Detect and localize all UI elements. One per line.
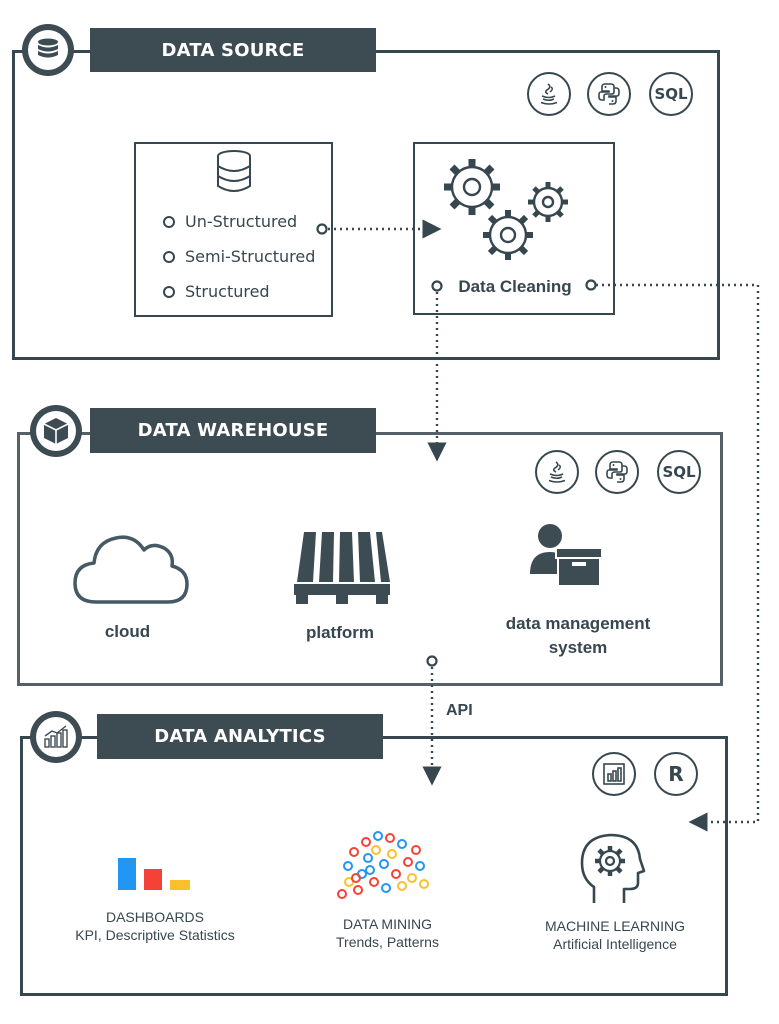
sql-icon: SQL bbox=[657, 450, 701, 494]
machine-learning-subtitle: Artificial Intelligence bbox=[553, 936, 677, 952]
cloud-label: cloud bbox=[104, 622, 151, 641]
data-mining-title: DATA MINING bbox=[343, 916, 432, 932]
data-cleaning-box bbox=[413, 142, 615, 315]
r-icon: R bbox=[654, 752, 698, 796]
data-mining-scatter-icon bbox=[336, 830, 436, 909]
source-item-unstructured: Un-Structured bbox=[163, 212, 297, 231]
bullet-icon bbox=[163, 215, 175, 228]
data-cleaning-label: Data Cleaning bbox=[458, 277, 572, 296]
connector-node-icon bbox=[426, 655, 438, 667]
data-warehouse-title: DATA WAREHOUSE bbox=[90, 408, 376, 453]
source-item-label: Semi-Structured bbox=[185, 247, 316, 266]
data-management-label: data management system bbox=[505, 614, 651, 657]
dashboards-subtitle: KPI, Descriptive Statistics bbox=[75, 927, 235, 943]
connector-node-icon bbox=[316, 223, 328, 235]
brain-gear-head-icon bbox=[580, 833, 646, 910]
bar-blue bbox=[118, 858, 136, 890]
database-icon bbox=[216, 150, 252, 197]
connector-node-icon bbox=[431, 280, 443, 292]
dashboards-title: DASHBOARDS bbox=[105, 909, 205, 925]
sql-label: SQL bbox=[662, 463, 696, 481]
source-item-structured: Structured bbox=[163, 282, 270, 301]
database-badge-icon bbox=[22, 24, 74, 76]
machine-learning-title: MACHINE LEARNING bbox=[544, 918, 686, 934]
data-mining-subtitle: Trends, Patterns bbox=[336, 934, 439, 950]
data-management-icon bbox=[528, 522, 604, 597]
sql-icon: SQL bbox=[649, 72, 693, 116]
cloud-icon bbox=[72, 530, 190, 611]
platform-icon bbox=[294, 532, 390, 609]
platform-label: platform bbox=[306, 623, 374, 642]
bar-red bbox=[144, 869, 162, 890]
gears-icon bbox=[440, 157, 580, 272]
r-label: R bbox=[668, 762, 684, 786]
bullet-icon bbox=[163, 250, 175, 263]
data-analytics-title: DATA ANALYTICS bbox=[97, 714, 383, 759]
python-icon bbox=[587, 72, 631, 116]
cube-badge-icon bbox=[30, 405, 82, 457]
source-item-label: Structured bbox=[185, 282, 270, 301]
java-icon bbox=[535, 450, 579, 494]
cleaning-to-ml-arrow bbox=[596, 283, 760, 832]
dashboard-bar-chart-icon bbox=[118, 856, 192, 897]
api-label: API bbox=[446, 702, 473, 719]
power-bi-icon bbox=[592, 752, 636, 796]
sql-label: SQL bbox=[654, 85, 688, 103]
bar-yellow bbox=[170, 880, 190, 890]
python-icon bbox=[595, 450, 639, 494]
bullet-icon bbox=[163, 285, 175, 298]
connector-node-icon bbox=[585, 279, 597, 291]
java-icon bbox=[527, 72, 571, 116]
data-source-title: DATA SOURCE bbox=[90, 28, 376, 72]
analytics-badge-icon bbox=[30, 711, 82, 763]
source-item-label: Un-Structured bbox=[185, 212, 298, 231]
source-item-semistructured: Semi-Structured bbox=[163, 247, 315, 266]
